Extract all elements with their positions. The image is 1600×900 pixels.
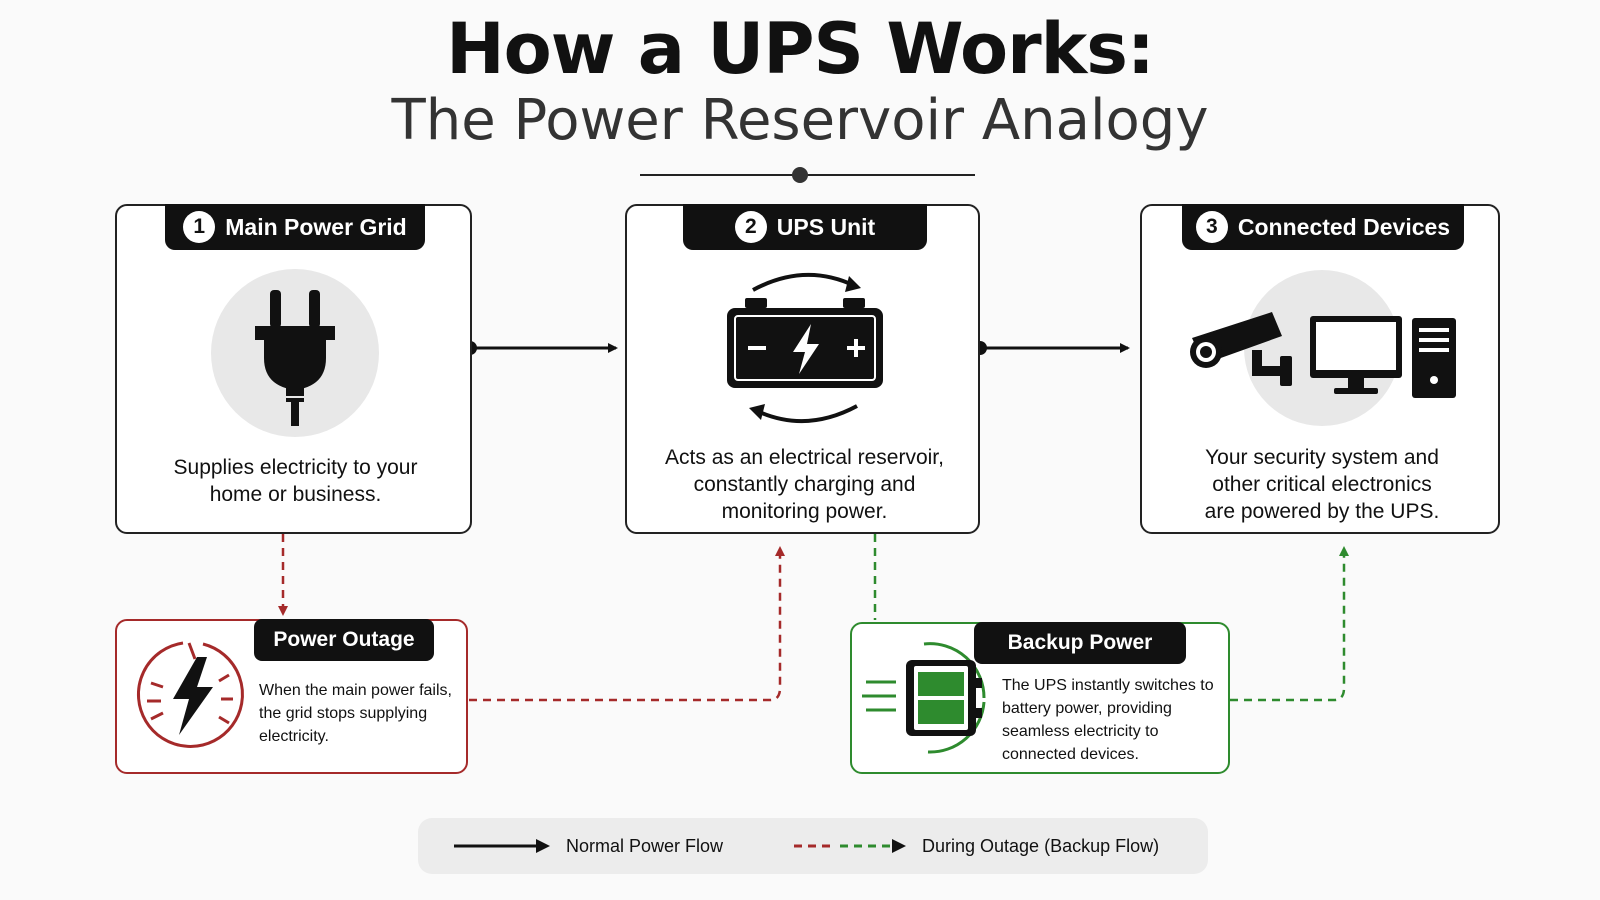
step-label: UPS Unit xyxy=(776,214,876,240)
desc-line: Acts as an electrical reservoir, xyxy=(665,446,944,469)
desc-line: constantly charging and xyxy=(693,473,916,496)
security-camera-icon xyxy=(1190,312,1292,386)
plug-icon xyxy=(211,269,379,437)
desc-line: electricity. xyxy=(259,728,329,745)
card-connected-devices: 3 Connected Devices xyxy=(1140,204,1500,534)
label-power-outage: Power Outage xyxy=(254,619,434,661)
desc-line: home or business. xyxy=(209,483,382,506)
battery-icon xyxy=(727,272,883,424)
step-label: Connected Devices xyxy=(1237,214,1451,240)
step-label: Main Power Grid xyxy=(225,214,407,240)
title-divider xyxy=(640,167,975,183)
desc-line: Your security system and xyxy=(1205,446,1439,469)
desc-line: the grid stops supplying xyxy=(259,705,428,722)
desc-line: monitoring power. xyxy=(721,500,888,523)
arrow-outage-to-ups xyxy=(469,546,785,702)
broken-lightning-icon xyxy=(137,641,244,748)
arrow-grid-to-ups xyxy=(463,341,618,355)
desc-line: are powered by the UPS. xyxy=(1204,500,1440,523)
step-number: 1 xyxy=(183,211,216,243)
desc-line: battery power, providing xyxy=(1002,700,1172,717)
step-number: 2 xyxy=(734,211,767,243)
backup-description: The UPS instantly switches to battery po… xyxy=(1002,674,1230,766)
label-backup-power: Backup Power xyxy=(974,622,1186,664)
page-subtitle: The Power Reservoir Analogy xyxy=(391,88,1209,153)
card-ups-unit: 2 UPS Unit Acts as an electrical reservo… xyxy=(625,204,980,534)
arrow-ups-to-devices xyxy=(973,341,1130,355)
devices-icon xyxy=(1190,270,1456,426)
step-number: 3 xyxy=(1195,211,1228,243)
legend-solid-arrow-icon xyxy=(454,839,550,853)
page-title: How a UPS Works: xyxy=(446,8,1155,90)
card-label-connected-devices: 3 Connected Devices xyxy=(1182,204,1464,250)
desc-line: other critical electronics xyxy=(1212,473,1432,496)
desc-line: When the main power fails, xyxy=(259,682,452,699)
desc-line: The UPS instantly switches to xyxy=(1002,677,1214,694)
step-description: Acts as an electrical reservoir, constan… xyxy=(627,444,982,525)
desc-line: seamless electricity to xyxy=(1002,723,1159,740)
desc-line: connected devices. xyxy=(1002,746,1139,763)
arrow-backup-to-devices xyxy=(1230,546,1349,702)
card-label-main-power-grid: 1 Main Power Grid xyxy=(165,204,425,250)
legend-outage-label: During Outage (Backup Flow) xyxy=(922,836,1160,856)
card-main-power-grid: 1 Main Power Grid Supplies electricity t… xyxy=(115,204,472,534)
desc-line: Supplies electricity to your xyxy=(173,456,418,479)
charging-battery-icon xyxy=(862,642,986,754)
legend-dashed-arrow-icon xyxy=(794,839,906,853)
computer-tower-icon xyxy=(1412,318,1456,398)
monitor-icon xyxy=(1310,316,1402,394)
step-description: Your security system and other critical … xyxy=(1142,444,1502,525)
card-power-outage: Power Outage When the main power fails, … xyxy=(115,619,468,774)
outage-description: When the main power fails, the grid stop… xyxy=(259,679,469,748)
legend-normal-label: Normal Power Flow xyxy=(566,836,724,856)
step-description: Supplies electricity to your home or bus… xyxy=(117,454,474,508)
card-label-ups-unit: 2 UPS Unit xyxy=(683,204,927,250)
card-backup-power: Backup Power The UPS instantly switches … xyxy=(850,622,1230,774)
